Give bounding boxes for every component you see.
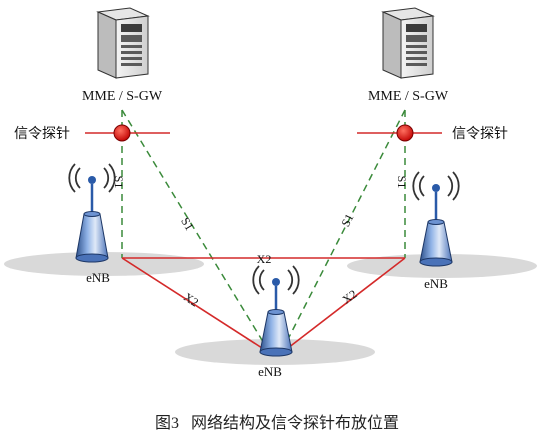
enb-tower-icon-right (412, 171, 460, 267)
x2-links (121, 257, 406, 349)
enb-label-right: eNB (424, 276, 448, 291)
probe-dot-left (113, 124, 131, 142)
figure-caption: 图3 网络结构及信令探针布放位置 (155, 413, 399, 432)
s1-links (121, 109, 406, 346)
s1-link-left-diagonal (121, 109, 266, 346)
s1-link-right-diagonal (284, 109, 406, 346)
enb-label-left: eNB (86, 270, 110, 285)
s1-label-right-diagonal: S1 (338, 211, 356, 229)
server-label-left: MME / S-GW (82, 89, 163, 104)
enb-label-bottom: eNB (258, 364, 282, 379)
s1-label-left-vertical: S1 (112, 176, 126, 189)
server-icon-right (381, 7, 435, 79)
x2-label-right: X2 (340, 287, 360, 307)
s1-label-left-diagonal: S1 (178, 215, 197, 233)
server-label-right: MME / S-GW (368, 89, 449, 104)
probe-dot-right (396, 124, 414, 142)
probe-label-left: 信令探针 (14, 126, 70, 142)
s1-label-right-vertical: S1 (395, 176, 409, 189)
probe-label-right: 信令探针 (452, 126, 508, 142)
enb-tower-icon-left (68, 163, 116, 263)
x2-label-left: X2 (181, 290, 201, 310)
enb-tower-icon-bottom (252, 265, 300, 357)
x2-link-right (287, 257, 406, 349)
x2-label-top: X2 (257, 252, 272, 266)
server-icon-left (96, 7, 150, 79)
x2-link-left (121, 257, 263, 349)
